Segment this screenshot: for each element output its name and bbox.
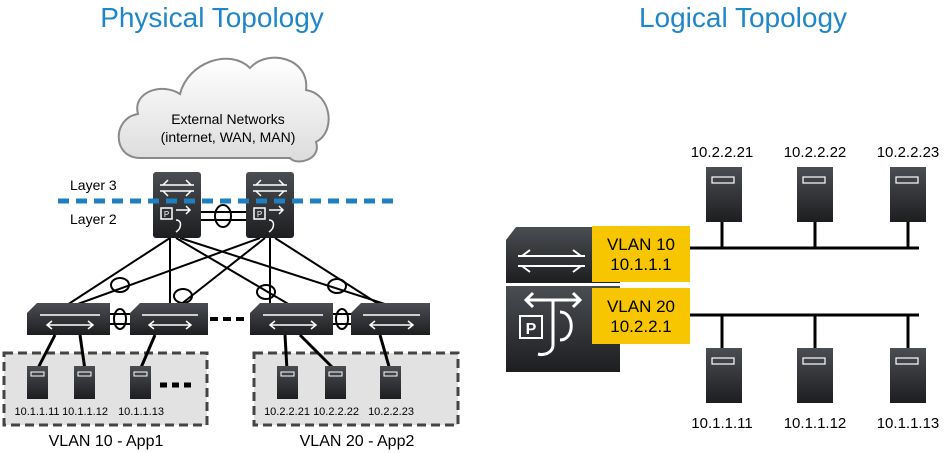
access-pair-links: [110, 308, 351, 330]
ip-label: 10.2.2.23: [877, 144, 940, 161]
ip-label: 10.1.1.12: [784, 415, 847, 432]
logical-servers-top: [706, 167, 926, 222]
server-links: [35, 333, 392, 372]
vlan20-bus: [690, 313, 919, 348]
core-switch-1: P: [153, 172, 201, 238]
server-icon: [706, 348, 742, 403]
vlan10-gateway-ip: 10.1.1.1: [610, 255, 671, 274]
access-switch-1: [27, 303, 110, 335]
server-icon: [130, 366, 151, 399]
ip-label: 10.1.1.12: [62, 406, 108, 418]
ip-label: 10.1.1.11: [691, 415, 752, 432]
vlan20-name: VLAN 20: [607, 297, 675, 316]
vlan10-zone-label: VLAN 10 - App1: [49, 433, 164, 450]
layer2-label: Layer 2: [70, 211, 117, 227]
vlan10-name: VLAN 10: [607, 235, 675, 254]
ip-label: 10.1.1.13: [118, 406, 164, 418]
server-icon: [797, 167, 833, 222]
vlan20-zone-label: VLAN 20 - App2: [300, 433, 415, 450]
server-icon: [380, 366, 401, 399]
ip-label: 10.2.2.23: [368, 406, 414, 418]
server-icon: [325, 366, 346, 399]
server-icon: [797, 348, 833, 403]
logical-title: Logical Topology: [639, 2, 847, 33]
physical-servers: [27, 366, 401, 399]
access-switch-2: [130, 303, 208, 335]
physical-title: Physical Topology: [100, 2, 324, 33]
access-switch-4: [351, 303, 430, 335]
vlan20-gateway-ip: 10.2.2.1: [610, 317, 671, 336]
svg-text:P: P: [257, 210, 262, 219]
external-networks-cloud: External Networks (internet, WAN, MAN): [117, 56, 330, 163]
layer3-label: Layer 3: [70, 177, 117, 193]
uplink-mesh: [66, 237, 389, 306]
access-switches: [27, 303, 430, 335]
access-switch-3: [250, 303, 333, 335]
server-icon: [706, 167, 742, 222]
server-icon: [74, 366, 95, 399]
port-channel-ellipses: [110, 277, 347, 304]
svg-text:P: P: [526, 321, 537, 338]
server-icon: [27, 366, 48, 399]
core-interlink: [201, 204, 246, 228]
ip-label: 10.2.2.21: [264, 406, 310, 418]
ip-label: 10.2.2.22: [784, 144, 847, 161]
vlan10-bus: [690, 222, 919, 250]
cloud-label-line1: External Networks: [171, 111, 285, 127]
core-switch-2: P: [246, 172, 294, 238]
ip-label: 10.2.2.21: [691, 144, 754, 161]
vlan10-interface-box: VLAN 10 10.1.1.1: [592, 226, 690, 282]
vlan20-interface-box: VLAN 20 10.2.2.1: [592, 288, 690, 344]
logical-servers-bottom: [706, 348, 926, 403]
ip-label: 10.2.2.22: [313, 406, 359, 418]
svg-text:P: P: [164, 210, 169, 219]
server-icon: [277, 366, 298, 399]
ip-label: 10.1.1.13: [877, 415, 940, 432]
cloud-label-line2: (internet, WAN, MAN): [161, 129, 296, 145]
ip-label: 10.1.1.11: [14, 406, 59, 418]
server-icon: [890, 167, 926, 222]
server-icon: [890, 348, 926, 403]
